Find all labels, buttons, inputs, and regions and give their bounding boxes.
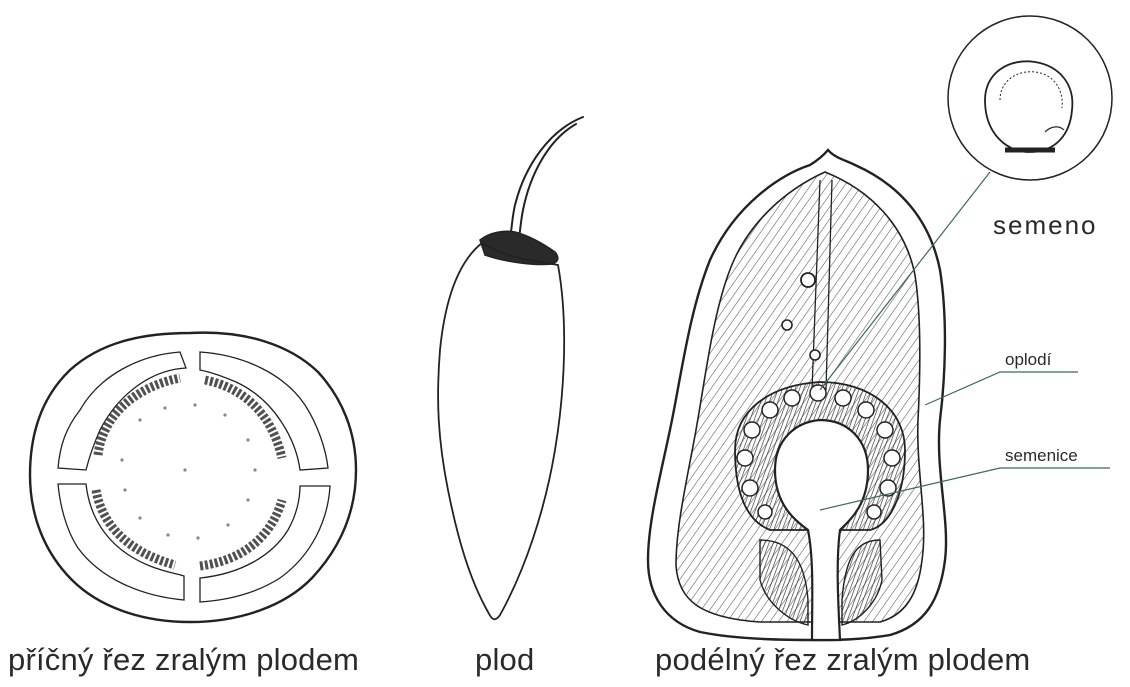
label-seed: semeno <box>993 210 1098 241</box>
cross-section-outline <box>30 333 356 622</box>
longitudinal-section-drawing <box>648 16 1112 640</box>
fruit-outline <box>438 243 564 619</box>
caption-fruit: plod <box>475 640 534 680</box>
whole-fruit-drawing <box>438 117 583 619</box>
caption-longitudinal-section: podélný řez zralým plodem <box>655 640 1030 680</box>
seed-detail <box>985 61 1072 152</box>
caption-cross-section: příčný řez zralým plodem <box>8 640 359 680</box>
fruit-stem <box>510 117 583 240</box>
label-placenta: semenice <box>1005 446 1078 466</box>
cross-section-drawing <box>30 333 356 622</box>
label-pericarp: oplodí <box>1005 350 1051 370</box>
